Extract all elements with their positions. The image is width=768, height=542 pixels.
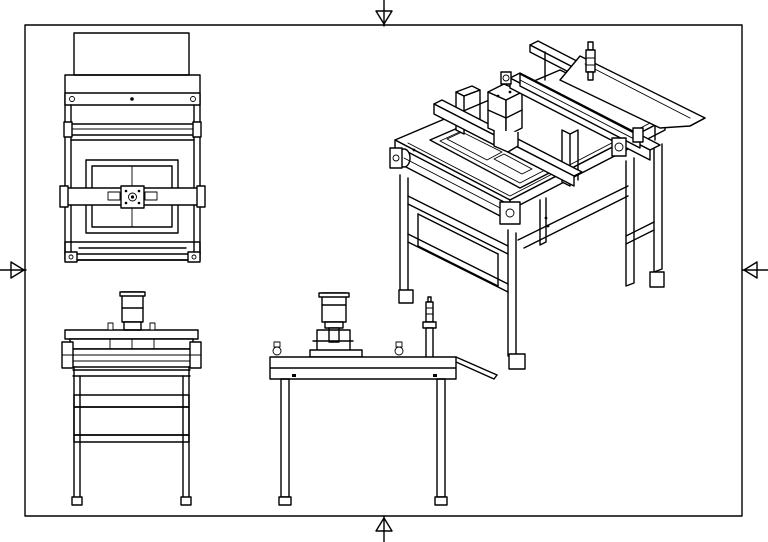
top-view [59, 32, 206, 263]
centering-mark-bottom [375, 515, 393, 542]
centering-mark-left [0, 261, 27, 279]
front-view [61, 291, 202, 506]
isometric-view [389, 40, 706, 370]
centering-mark-right [741, 261, 768, 279]
centering-mark-top [375, 0, 393, 27]
side-view [269, 292, 498, 506]
